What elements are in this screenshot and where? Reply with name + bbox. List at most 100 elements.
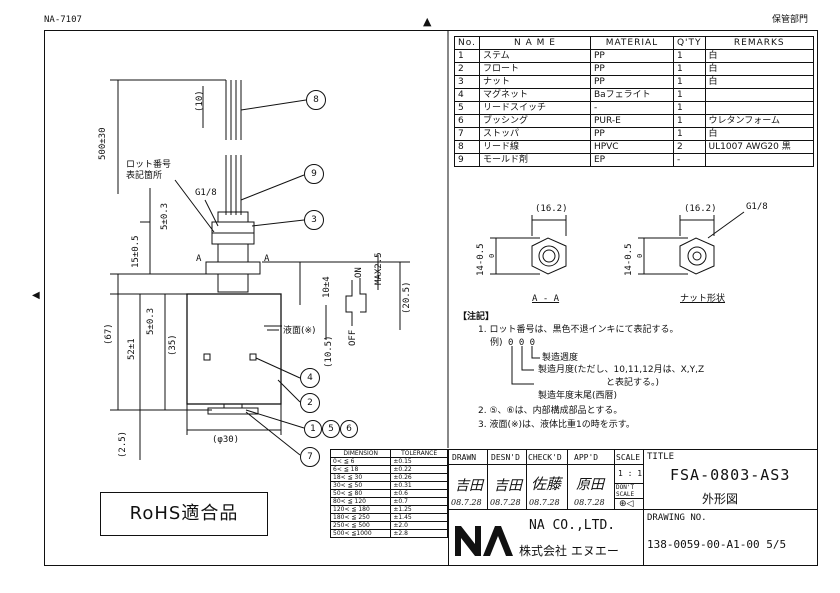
note-3: 3. 液面(※)は、液体比重1の時を示す。: [478, 420, 635, 430]
thread-label: G1/8: [195, 188, 217, 198]
cell: PUR-E: [589, 114, 674, 128]
cell: ±2.8: [390, 529, 448, 538]
balloon: 2: [300, 393, 320, 413]
cell: リードスイッチ: [478, 101, 591, 115]
cell: 1: [672, 62, 706, 76]
note-line-year: 製造年度末尾(西暦): [538, 391, 618, 401]
drawing-no-box: DRAWING NO. 138-0059-00-A1-00 5/5: [643, 509, 818, 566]
note-example: 例): [490, 338, 503, 348]
cell: PP: [589, 62, 674, 76]
dim-35: (35): [168, 334, 178, 356]
cell: 2: [672, 140, 706, 154]
col-no: No.: [454, 36, 480, 50]
cell: 白: [704, 62, 815, 76]
balloon: 6: [340, 420, 358, 438]
balloon: 5: [322, 420, 340, 438]
date-drawn: 08.7.28: [451, 498, 482, 507]
cell: ステム: [478, 49, 591, 63]
table-row: 180< ≦ 250±1.45: [329, 513, 448, 522]
sig-check: 佐藤: [531, 475, 562, 493]
desnd-label: DESN'D: [491, 453, 520, 462]
balloon: 9: [304, 164, 324, 184]
table-row: 30< ≦ 50±0.31: [329, 481, 448, 490]
cell: 1: [672, 127, 706, 141]
table-row: 18< ≦ 30±0.26: [329, 473, 448, 482]
cell: リード線: [478, 140, 591, 154]
date-check: 08.7.28: [529, 498, 560, 507]
dim-5a: 5±0.3: [160, 202, 170, 230]
dont-scale: DON'T SCALE: [616, 484, 635, 498]
cell: モールド剤: [478, 153, 591, 167]
company-name-en: NA CO.,LTD.: [529, 518, 616, 533]
projection-icon: ⊕◁: [619, 499, 634, 509]
appd-header: APP'D: [567, 449, 615, 465]
checkd-label: CHECK'D: [528, 453, 562, 462]
nut-height-upper: 0: [636, 253, 644, 258]
col-tolerance: TOLERANCE: [390, 449, 448, 458]
nut-width-dim: (16.2): [684, 204, 717, 214]
cell: ±2.0: [390, 521, 448, 530]
date-desnd: 08.7.28: [490, 498, 521, 507]
section-view-label: A - A: [532, 294, 560, 304]
dont-scale-box: DON'T SCALE: [614, 483, 644, 499]
cell: 7: [454, 127, 480, 141]
table-row: 0< ≦ 6±0.15: [329, 457, 448, 466]
table-row: 250< ≦ 500±2.0: [329, 521, 448, 530]
dim-10-4: 10±4: [322, 276, 332, 298]
cell: EP: [589, 153, 674, 167]
sig-app: 原田: [576, 477, 604, 493]
drawn-header: DRAWN: [448, 449, 488, 465]
scale-label: SCALE: [616, 453, 641, 462]
cell: PP: [589, 127, 674, 141]
cell: [704, 153, 815, 167]
table-row: 6< ≦ 18±0.22: [329, 465, 448, 474]
cell: 8: [454, 140, 480, 154]
col-material: MATERIAL: [589, 36, 674, 50]
cell: 6: [454, 114, 480, 128]
cell: 6< ≦ 18: [329, 465, 392, 474]
drawing-title: FSA-0803-AS3: [670, 466, 791, 484]
cell: -: [589, 101, 674, 115]
cell: 1: [672, 75, 706, 89]
cell: ナット: [478, 75, 591, 89]
dim-67: (67): [104, 323, 114, 345]
dim-2-5: (2.5): [118, 430, 128, 458]
sheet-border: [44, 30, 818, 566]
lot-label-2: 表記箇所: [126, 171, 163, 181]
cell: 5: [454, 101, 480, 115]
drawn-label: DRAWN: [452, 453, 477, 462]
notes-heading: 【注記】: [458, 312, 495, 322]
note-2: 2. ⑤、⑥は、内部構成部品とする。: [478, 406, 623, 416]
section-height-dim: 14-0.5: [476, 243, 486, 276]
section-mark-left: A: [196, 254, 202, 264]
cell: ±1.25: [390, 505, 448, 514]
drawing-no-label: DRAWING NO.: [647, 513, 707, 523]
cell: 白: [704, 75, 815, 89]
liquid-level-label: 液面(※): [283, 326, 316, 336]
table-row: 50< ≦ 80±0.6: [329, 489, 448, 498]
section-mark-right: A: [264, 254, 270, 264]
cell: ±0.15: [390, 457, 448, 466]
cell: HPVC: [589, 140, 674, 154]
cell: UL1007 AWG20 黒: [704, 140, 815, 154]
cell: ウレタンフォーム: [704, 114, 815, 128]
cell: 80< ≦ 120: [329, 497, 392, 506]
cell: 50< ≦ 80: [329, 489, 392, 498]
cell: 18< ≦ 30: [329, 473, 392, 482]
section-width-dim: (16.2): [535, 204, 568, 214]
top-center-mark: ▲: [423, 15, 432, 28]
cell: ±0.6: [390, 489, 448, 498]
dim-52: 52±1: [127, 338, 137, 360]
left-center-mark: ◀: [32, 290, 40, 301]
cell: [704, 88, 815, 102]
doc-code: NA-7107: [44, 15, 82, 25]
cell: ±0.31: [390, 481, 448, 490]
cell: PP: [589, 75, 674, 89]
